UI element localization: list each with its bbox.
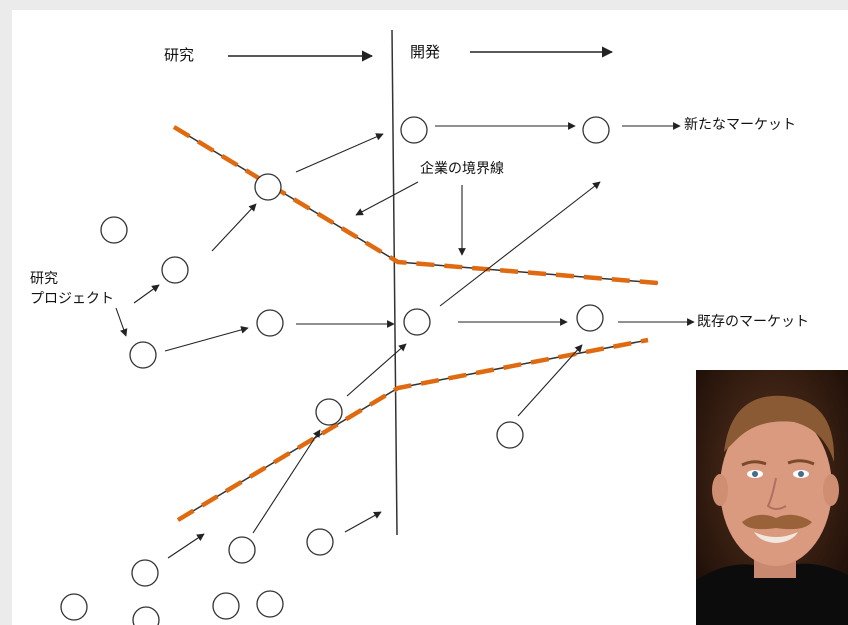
upper-boundary-dash (172, 125, 659, 286)
project-circle (256, 590, 284, 618)
flow-arrow (439, 181, 601, 307)
project-circle (161, 256, 189, 284)
development-header: 開発 (410, 43, 441, 61)
project-circle (132, 606, 160, 625)
project-circle (60, 593, 88, 621)
project-circle (131, 559, 159, 587)
flow-arrow (167, 533, 205, 559)
flow-arrow (211, 203, 257, 252)
lower-boundary-dash (176, 337, 649, 522)
project-circle (576, 304, 604, 332)
person-icon (696, 370, 848, 625)
flow-arrow (115, 307, 128, 337)
flow-arrow (252, 429, 321, 534)
existing-market-label: 既存のマーケット (697, 314, 809, 330)
research-project-label-line2: プロジェクト (30, 291, 114, 307)
flow-arrow (344, 511, 382, 533)
project-circle (306, 528, 334, 556)
project-circle (582, 116, 610, 144)
research-project-label-line1: 研究 (30, 271, 58, 287)
flow-arrow (346, 343, 407, 397)
research-development-divider (391, 29, 398, 536)
project-circle (400, 116, 428, 144)
flow-arrow (133, 284, 160, 304)
project-circle (228, 536, 256, 564)
flow-arrow (517, 344, 583, 417)
project-circle (212, 592, 240, 620)
new-market-label: 新たなマーケット (684, 117, 796, 133)
project-circle (100, 216, 128, 244)
project-circle (254, 173, 282, 201)
person-photo (696, 370, 848, 625)
project-circle (129, 341, 157, 369)
project-circle (256, 309, 284, 337)
project-circle (496, 421, 524, 449)
flow-arrow (164, 326, 249, 352)
research-header: 研究 (164, 46, 195, 64)
boundary-pointer-arrow (355, 181, 419, 216)
company-boundary-label: 企業の境界線 (420, 161, 504, 177)
project-circle (315, 398, 343, 426)
flow-arrow (295, 133, 384, 173)
project-circle (403, 308, 431, 336)
